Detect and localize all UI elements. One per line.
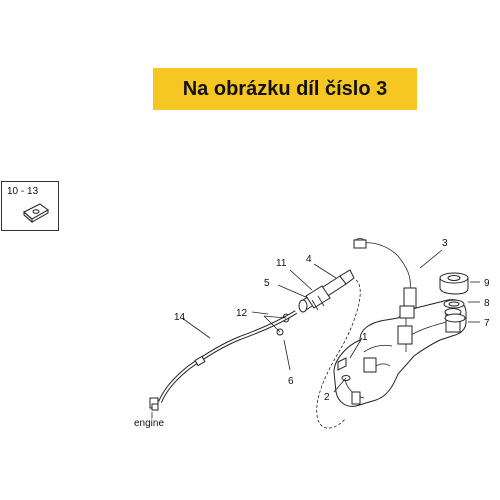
callout-4: 4 (306, 254, 312, 265)
leader-lines (151, 249, 480, 418)
callout-6: 6 (288, 376, 294, 387)
title-banner: Na obrázku díl číslo 3 (153, 68, 417, 110)
engine-connector (149, 397, 159, 411)
callout-7: 7 (484, 318, 490, 329)
hose-part-14 (158, 310, 298, 403)
fitting-parts (337, 357, 351, 381)
clip-nut-icon (23, 203, 49, 224)
filler-assembly (298, 269, 355, 313)
inset-box: 10 - 13 (1, 181, 59, 231)
tank-part (333, 299, 467, 407)
callout-2: 2 (324, 392, 330, 403)
callout-5: 5 (264, 278, 270, 289)
callout-1: 1 (362, 332, 368, 343)
banner-title: Na obrázku díl číslo 3 (182, 77, 388, 100)
sensor-cable (353, 238, 417, 352)
callout-14: 14 (174, 312, 186, 323)
callout-3: 3 (442, 238, 448, 249)
callout-11: 11 (276, 258, 287, 269)
engine-label: engine (134, 418, 164, 429)
inset-label: 10 - 13 (7, 186, 39, 197)
part-8-gasket (443, 299, 465, 309)
callout-8: 8 (484, 298, 490, 309)
callout-12: 12 (236, 308, 248, 319)
dashed-routing (316, 279, 361, 429)
callout-9: 9 (484, 278, 490, 289)
part-9-cap (439, 272, 469, 295)
part-7-neck (444, 313, 466, 323)
